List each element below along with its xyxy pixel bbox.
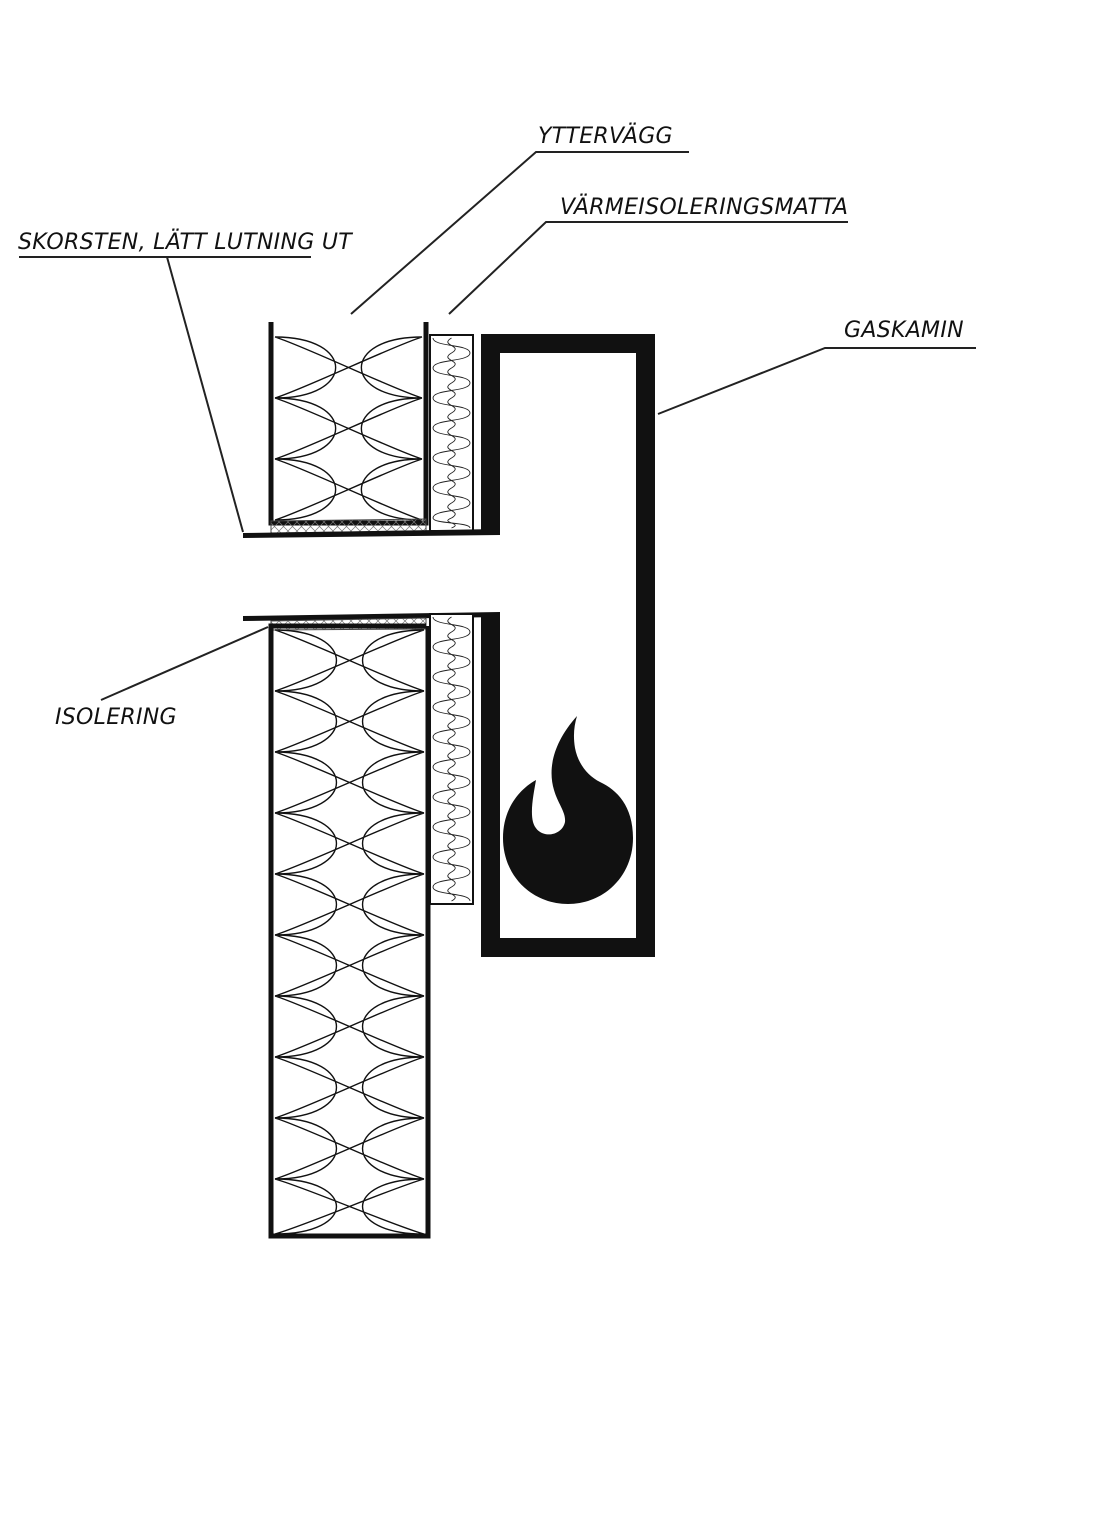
leader-varmeisolering [448,221,848,315]
insulation-wool-cell [274,995,425,1058]
thermal-mat-wave [432,706,471,723]
thermal-mat-wave [432,751,471,768]
leader-skorsten-pointer [166,256,244,533]
thermal-mat-wave [432,796,471,813]
insulation-wool-cell [274,1117,425,1180]
thermal-insulation-mat-upper [429,334,474,532]
thermal-insulation-mat-lower [429,613,474,905]
wall-insulation-upper [274,336,423,521]
thermal-mat-wave [432,766,471,783]
label-skorsten: SKORSTEN, LÄTT LUTNING UT [18,229,353,255]
thermal-mat-wave [432,352,471,369]
chimney-upper [243,518,500,538]
thermal-mat-wave [432,661,471,678]
thermal-mat-wave [432,397,471,414]
insulation-wool-cell [274,934,425,997]
thermal-mat-wave [432,691,471,708]
insulation-wool-cell [274,458,423,521]
thermal-mat-wave [432,736,471,753]
insulation-wool-cell [274,812,425,875]
thermal-mat-wave [432,676,471,693]
insulation-wool-cell [274,690,425,753]
flame-icon [503,716,633,904]
thermal-mat-wave [432,616,471,633]
thermal-mat-wave [432,457,471,474]
thermal-mat-wave [432,382,471,399]
insulation-wool-cell [274,1178,425,1235]
thermal-mat-wave [432,811,471,828]
thermal-mat-wave [432,442,471,459]
thermal-mat-wave [432,826,471,843]
thermal-mat-wave [432,631,471,648]
thermal-mat-wave [432,646,471,663]
insulation-wool-cell [274,873,425,936]
thermal-mat-wave [432,841,471,858]
leader-gaskamin [657,347,976,415]
thermal-mat-wave [432,886,471,902]
label-gaskamin: GASKAMIN [844,318,964,343]
insulation-wool-cell [274,397,423,460]
insulation-wool-cell [274,336,423,399]
label-isolering: ISOLERING [55,705,177,730]
thermal-mat-wave [432,337,471,354]
insulation-wool-cell [274,1056,425,1119]
thermal-mat-wave [432,427,471,444]
thermal-mat-wave [432,487,471,504]
gas-fireplace [481,334,655,957]
thermal-mat-wave [432,871,471,888]
thermal-mat-wave [432,721,471,738]
thermal-mat-wave [432,472,471,489]
thermal-mat-wave [432,502,471,519]
outer-wall-lower [268,623,431,1239]
thermal-mat-wave [432,412,471,429]
insulation-wool-cell [274,629,425,692]
outer-wall-upper [268,322,429,526]
thermal-mat-wave [432,856,471,873]
thermal-mat-wave [432,367,471,384]
thermal-mat-wave [432,517,471,529]
label-varmeisoleringsmatta: VÄRMEISOLERINGSMATTA [560,194,848,220]
wall-insulation-lower [274,629,425,1235]
insulation-wool-cell [274,751,425,814]
leader-isolering [100,626,269,701]
leader-yttervagg [350,151,689,315]
thermal-mat-wave [432,781,471,798]
label-yttervagg: YTTERVÄGG [538,123,673,149]
